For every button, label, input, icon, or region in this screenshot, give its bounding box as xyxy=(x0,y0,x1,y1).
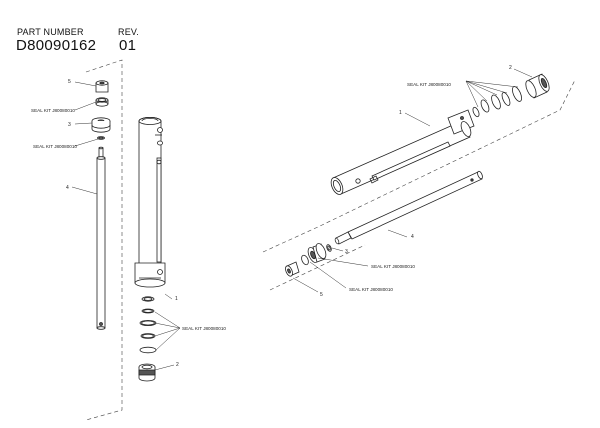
left-exploded-view: 5 SEAL KIT J80080010 3 SEAL KIT J8008001… xyxy=(31,59,226,421)
revision-label: REV. xyxy=(118,27,139,37)
left-callout-seal-kit-lower: SEAL KIT J80080010 xyxy=(33,144,77,149)
right-callout-seal-kit-bottom: SEAL KIT J80080010 xyxy=(349,287,393,292)
left-leader-2 xyxy=(154,364,175,371)
left-seal-rings-stack xyxy=(139,296,157,354)
right-callout-5: 5 xyxy=(320,292,323,298)
left-leader-seal-lower xyxy=(74,138,99,147)
left-part-1-barrel xyxy=(134,117,166,288)
right-leader-2 xyxy=(513,68,533,78)
right-leader-3 xyxy=(331,247,344,252)
right-leader-1 xyxy=(404,112,431,127)
right-callout-seal-kit-mid: SEAL KIT J80080010 xyxy=(371,264,415,269)
right-callout-2: 2 xyxy=(509,65,512,71)
right-part-3-piston xyxy=(307,243,327,263)
left-leader-1 xyxy=(164,293,173,300)
left-leader-3 xyxy=(74,122,93,125)
right-leader-seal-top xyxy=(465,80,519,108)
right-callout-4: 4 xyxy=(411,234,414,240)
right-seal-rings-top xyxy=(472,86,522,118)
right-exploded-view: SEAL KIT J80080010 2 1 4 3 SEAL KIT J800… xyxy=(262,65,576,298)
left-callout-1: 1 xyxy=(175,296,178,302)
right-callout-seal-kit-top: SEAL KIT J80080010 xyxy=(407,82,451,87)
left-leader-4 xyxy=(71,186,98,195)
right-assembly-boundary-upper xyxy=(262,79,576,253)
left-part-2-gland xyxy=(138,363,156,382)
right-leader-seal-mid xyxy=(317,257,369,267)
right-part-4-rod xyxy=(334,170,483,245)
left-leader-seal-upper xyxy=(74,101,97,111)
left-part-5-nut xyxy=(95,80,109,93)
right-leader-seal-bottom xyxy=(309,261,347,289)
right-part-2-gland xyxy=(525,73,550,99)
right-seal-ring-mid xyxy=(301,254,309,266)
left-part-4-rod xyxy=(96,146,106,330)
left-leader-seal-rings xyxy=(154,311,181,351)
left-callout-seal-kit-rings: SEAL KIT J80080010 xyxy=(182,326,226,331)
left-assembly-boundary-left xyxy=(85,59,123,421)
revision-value: 01 xyxy=(119,37,137,54)
left-small-oring xyxy=(97,136,105,140)
left-part-3-piston xyxy=(91,117,111,133)
left-callout-2: 2 xyxy=(176,362,179,368)
right-callout-1: 1 xyxy=(399,110,402,116)
right-leader-5 xyxy=(292,277,319,293)
part-number-label: PART NUMBER xyxy=(17,27,84,37)
left-callout-3: 3 xyxy=(68,122,71,128)
right-part-5-nut xyxy=(285,261,300,277)
left-seal-ring-upper xyxy=(95,97,109,107)
left-callout-4: 4 xyxy=(66,185,69,191)
part-number-value: D80090162 xyxy=(16,37,97,54)
left-leader-5 xyxy=(74,81,97,87)
left-callout-seal-kit-upper: SEAL KIT J80080010 xyxy=(31,108,75,113)
right-small-oring xyxy=(326,244,332,252)
left-callout-5: 5 xyxy=(68,79,71,85)
right-leader-4 xyxy=(387,229,408,238)
right-part-1-barrel xyxy=(330,109,475,195)
right-callout-3: 3 xyxy=(345,249,348,255)
